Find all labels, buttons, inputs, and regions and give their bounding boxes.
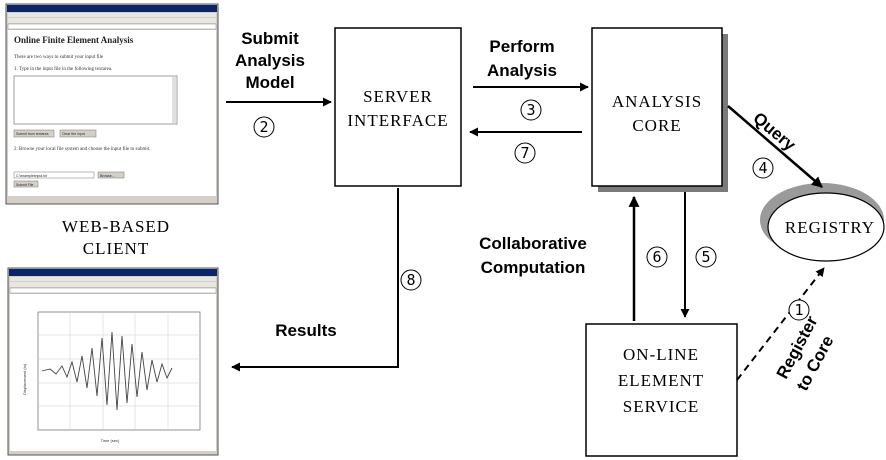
perform-label-line1: Perform (489, 37, 554, 56)
step-8-number: 8 (406, 271, 415, 289)
client-results-window: Displacement (in) Time (sec) (7, 267, 219, 456)
arrow-server-results-to-client (231, 188, 399, 372)
element-service-label-line2: ELEMENT (618, 371, 704, 390)
results-plot-grid (38, 312, 200, 430)
results-displacement-curve (41, 331, 173, 411)
submit-label-line1: Submit (241, 29, 299, 48)
client-caption-line2: CLIENT (83, 239, 149, 258)
form-step1-text: 1. Type in the input file in the followi… (14, 67, 112, 72)
step-3-number: 3 (526, 101, 535, 119)
collab-label-line2: Computation (481, 258, 586, 277)
step-5-marker: 5 (695, 246, 717, 268)
step-1-number: 1 (794, 301, 803, 319)
form-clear-button[interactable] (59, 129, 97, 138)
step-6-number: 6 (652, 248, 661, 266)
results-plot-area (37, 311, 201, 431)
arrow-core-query-registry (727, 105, 823, 188)
results-x-axis-label: Time (sec) (101, 438, 120, 443)
form-submit-textarea-button[interactable] (13, 129, 55, 138)
server-interface-label-line1: SERVER (363, 87, 433, 106)
form-submit-file-button[interactable] (13, 180, 39, 188)
form-file-path-field[interactable] (13, 171, 95, 179)
form-submit-file-label: Submit File (16, 183, 34, 187)
form-browse-label: Browse... (100, 174, 115, 178)
element-service-label-line1: ON-LINE (623, 345, 699, 364)
client-form-window: Online Finite Element Analysis There are… (5, 3, 219, 205)
step-2-marker: 2 (253, 116, 275, 138)
results-label: Results (275, 321, 336, 340)
analysis-core-label-line2: CORE (632, 116, 681, 135)
submit-label-line3: Model (245, 73, 294, 92)
form-page-title: Online Finite Element Analysis (14, 35, 134, 45)
form-file-path-value: C:\example\input.txt (16, 174, 47, 178)
form-submit-textarea-label: Submit from textarea (16, 132, 49, 136)
registry-label: REGISTRY (785, 218, 875, 237)
step-5-number: 5 (701, 248, 710, 266)
step-6-marker: 6 (646, 246, 668, 268)
analysis-core-label-line1: ANALYSIS (612, 92, 702, 111)
step-3-marker: 3 (520, 99, 542, 121)
analysis-core-box: ANALYSIS CORE (591, 27, 728, 192)
form-browse-button[interactable] (97, 171, 125, 179)
submit-label-line2: Analysis (235, 51, 305, 70)
step-8-marker: 8 (400, 269, 422, 291)
form-intro-text: There are two ways to submit your input … (14, 55, 104, 60)
form-step2-text: 2. Browse your local file system and cho… (14, 147, 150, 152)
form-textarea[interactable] (13, 75, 178, 125)
perform-label-line2: Analysis (487, 61, 557, 80)
step-4-marker: 4 (752, 157, 774, 179)
step-4-number: 4 (758, 159, 767, 177)
element-service-label-line3: SERVICE (623, 397, 699, 416)
client-caption-line1: WEB-BASED (62, 217, 170, 236)
server-interface-label-line2: INTERFACE (347, 111, 448, 130)
step-7-number: 7 (520, 144, 529, 162)
server-interface-box: SERVER INTERFACE (334, 27, 462, 187)
online-element-service-box: ON-LINE ELEMENT SERVICE (585, 323, 738, 457)
step-1-marker: 1 (788, 299, 810, 321)
step-2-number: 2 (259, 118, 268, 136)
step-7-marker: 7 (514, 142, 536, 164)
collab-label-line1: Collaborative (479, 234, 587, 253)
form-clear-label: Clear the input (62, 132, 85, 136)
registry-node: REGISTRY (760, 183, 885, 262)
results-y-axis-label: Displacement (in) (22, 363, 27, 395)
